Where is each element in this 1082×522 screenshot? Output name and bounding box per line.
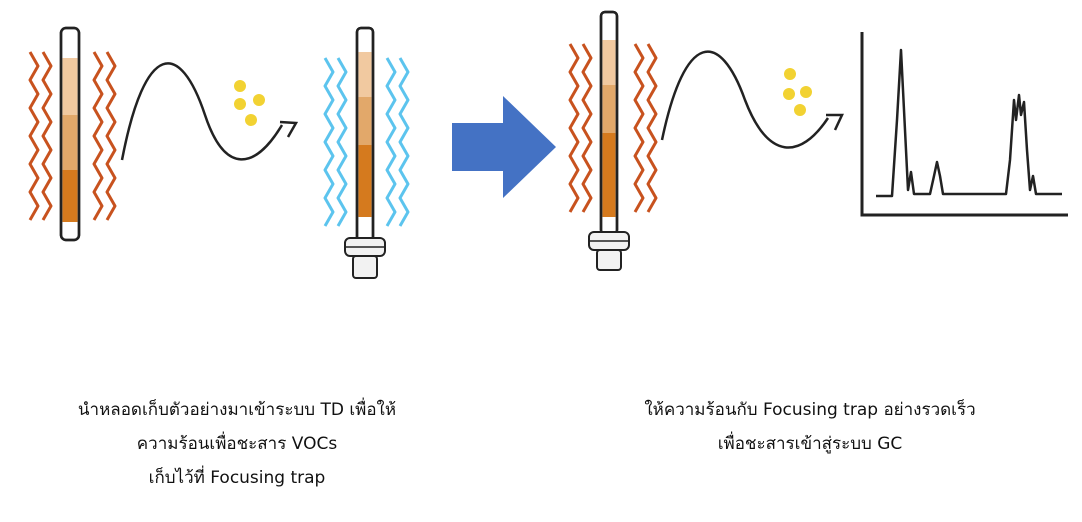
- caption-left-line-2: ความร้อนเพื่อชะสาร VOCs: [136, 434, 338, 454]
- heat-wave-icon: [28, 51, 117, 221]
- focusing-trap-1: [344, 26, 386, 279]
- cool-wave-left-inner: [336, 57, 348, 227]
- caption-right-line-2: เพื่อชะสารเข้าสู่ระบบ GC: [717, 434, 903, 454]
- caption-left-line-3: เก็บไว้ที่ Focusing trap: [148, 468, 326, 488]
- cool-wave-icon: [323, 57, 410, 227]
- chromatogram-trace: [876, 48, 1062, 198]
- chromatogram: [860, 32, 1068, 217]
- chromatogram-axes: [860, 32, 1068, 217]
- cool-wave-right-inner: [385, 57, 397, 227]
- caption-left: นำหลอดเก็บตัวอย่างมาเข้าระบบ TD เพื่อให้…: [0, 393, 474, 495]
- molecule-dots-icon: [234, 80, 265, 126]
- caption-right: ให้ความร้อนกับ Focusing trap อย่างรวดเร็…: [560, 393, 1060, 461]
- transfer-wave-arrow-1: [120, 62, 284, 161]
- focusing-trap-2: [588, 10, 630, 271]
- heat-wave-left-inner: [41, 51, 53, 221]
- heat-wave-right-inner: [92, 51, 104, 221]
- heat-wave-right-outer: [105, 51, 117, 221]
- right-block-arrow-icon: [452, 96, 556, 198]
- heat-wave-icon-2: [568, 43, 658, 213]
- transfer-arrow-head-1: [279, 120, 299, 138]
- molecule-dots-icon-2: [783, 68, 812, 116]
- cool-wave-right-outer: [398, 57, 410, 227]
- sample-tube: [59, 26, 81, 242]
- caption-right-line-1: ให้ความร้อนกับ Focusing trap อย่างรวดเร็…: [644, 400, 976, 420]
- caption-left-line-1: นำหลอดเก็บตัวอย่างมาเข้าระบบ TD เพื่อให้: [77, 400, 397, 420]
- cool-wave-left-outer: [323, 57, 335, 227]
- heat-wave-left-outer: [28, 51, 40, 221]
- transfer-arrow-head-2: [826, 113, 844, 131]
- transfer-wave-arrow-2: [660, 50, 830, 149]
